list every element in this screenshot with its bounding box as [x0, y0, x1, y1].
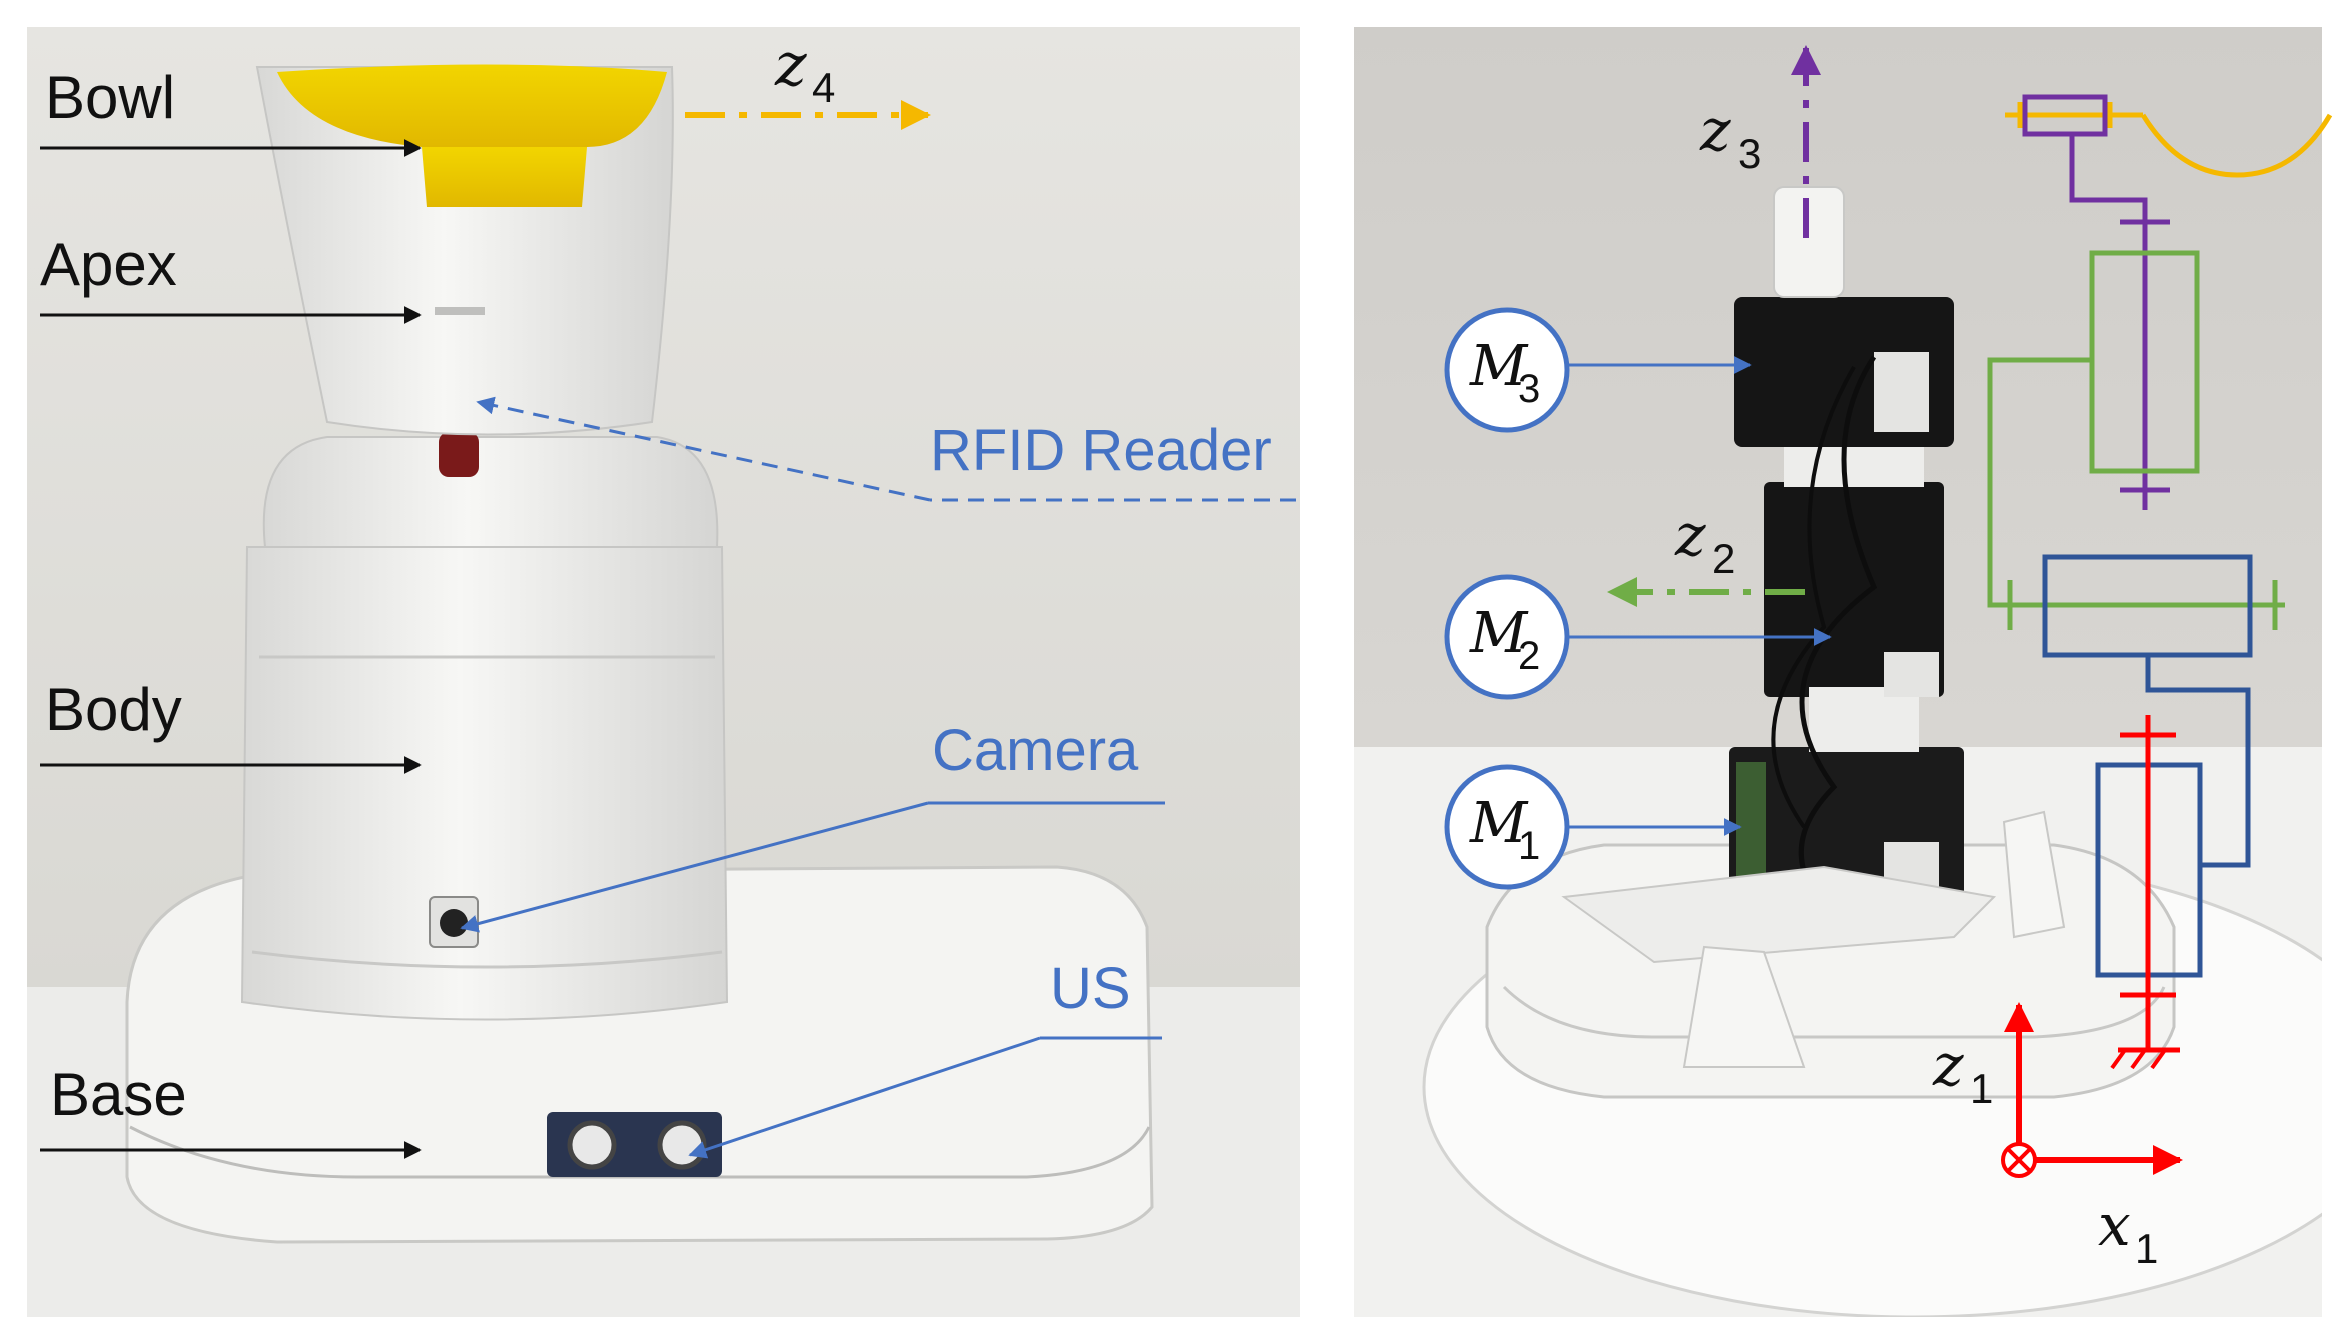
kinematic-schematic: [1987, 94, 2333, 1070]
label-bowl: Bowl: [45, 64, 175, 131]
motor-m2-callout: M 2: [1444, 574, 1832, 700]
motor-m2-main: M: [1469, 601, 1529, 666]
axis-z3-sub: 3: [1738, 130, 1761, 177]
label-base: Base: [50, 1061, 187, 1128]
schematic-purple-link: [2069, 134, 2148, 510]
schematic-navy-link: [2145, 655, 2251, 868]
axis-z4-sub: 4: [812, 64, 835, 111]
callout-us: US: [1050, 956, 1131, 1021]
axis-z4-main: z: [774, 30, 807, 100]
axis-z1-main: z: [1932, 1031, 1964, 1099]
motor-m3-callout: M 3: [1444, 307, 1752, 433]
axis-z3-main: z: [1699, 96, 1731, 164]
robot-photo-illustration: [27, 27, 1300, 1317]
motor-m1-main: M: [1469, 791, 1529, 856]
us-pointer-arrow: [688, 1036, 1041, 1159]
motor-m3-sub: 3: [1518, 367, 1540, 411]
motor-m1-callout: M 1: [1444, 764, 1742, 890]
label-apex: Apex: [40, 231, 177, 298]
motor-m2-sub: 2: [1518, 634, 1540, 678]
motor-m3-main: M: [1469, 334, 1529, 399]
schematic-bowl: [2140, 113, 2333, 178]
motor-m1-sub: 1: [1518, 824, 1540, 868]
schematic-top-bearing: [2022, 94, 2108, 137]
axis-x1-main: x: [2098, 1191, 2131, 1259]
rfid-pointer-arrow: [476, 396, 931, 502]
camera-pointer-arrow: [460, 801, 929, 933]
callout-camera: Camera: [932, 718, 1139, 783]
schematic-green-link: [1987, 357, 2285, 608]
axis-z2-sub: 2: [1712, 535, 1735, 582]
axis-x1-sub: 1: [2135, 1225, 2158, 1272]
label-body: Body: [45, 676, 182, 743]
callout-rfid-reader: RFID Reader: [930, 418, 1272, 483]
robot-photo-panel: [27, 27, 1300, 1317]
axis-z2-main: z: [1674, 501, 1706, 569]
axis-z1-sub: 1: [1970, 1065, 1993, 1112]
